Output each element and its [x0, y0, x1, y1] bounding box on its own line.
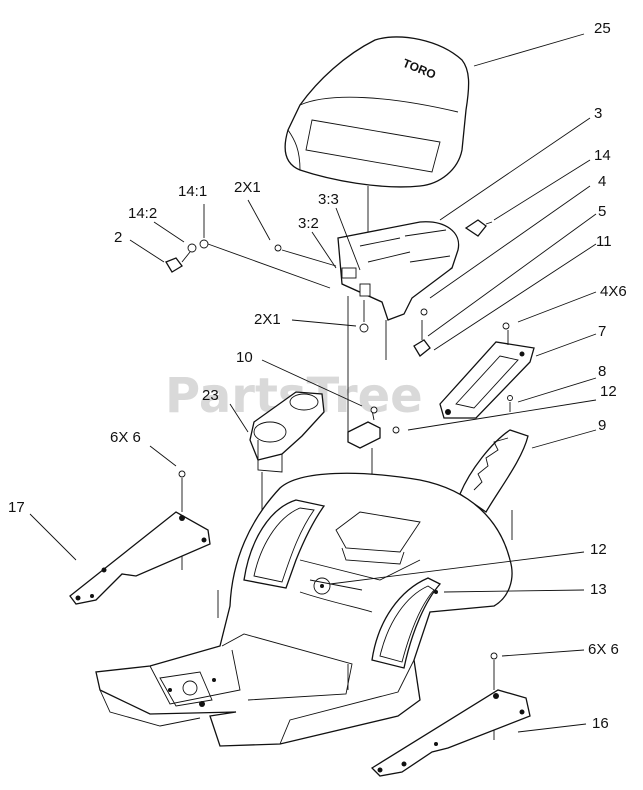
callout-6x6-right[interactable]: 6X 6 — [588, 641, 619, 658]
callout-25[interactable]: 25 — [594, 20, 611, 37]
screw-6x6-left[interactable] — [178, 470, 186, 478]
callout-14-1[interactable]: 14:1 — [178, 183, 207, 200]
bracket-10[interactable] — [347, 421, 381, 449]
screw-12[interactable] — [392, 426, 400, 434]
callout-2[interactable]: 2 — [114, 229, 122, 246]
callout-labels: 25 3 14 4 5 11 4X6 7 8 12 9 14:1 14:2 2 … — [8, 20, 627, 732]
callout-17[interactable]: 17 — [8, 499, 25, 516]
shift-plate-part[interactable] — [439, 341, 535, 419]
callout-2x1-mid[interactable]: 2X1 — [254, 311, 281, 328]
callout-12-upper[interactable]: 12 — [600, 383, 617, 400]
callout-13[interactable]: 13 — [590, 581, 607, 598]
callout-3-2[interactable]: 3:2 — [298, 215, 319, 232]
callout-10[interactable]: 10 — [236, 349, 253, 366]
screw-10[interactable] — [370, 406, 378, 414]
seat-part[interactable]: TORO — [284, 36, 470, 188]
knob-part[interactable] — [464, 219, 493, 237]
callout-3-3[interactable]: 3:3 — [318, 191, 339, 208]
leader-lines — [29, 33, 597, 733]
screw-6x6-right[interactable] — [490, 652, 498, 660]
cup-holder-part[interactable] — [249, 391, 325, 473]
seat-bracket-part[interactable] — [337, 221, 460, 321]
callout-4[interactable]: 4 — [598, 173, 606, 190]
latch-assembly[interactable] — [165, 239, 331, 289]
callout-9[interactable]: 9 — [598, 417, 606, 434]
shift-gate-part[interactable] — [459, 429, 529, 513]
clip-11[interactable] — [413, 339, 431, 357]
callout-6x6-left[interactable]: 6X 6 — [110, 429, 141, 446]
screw-2x1[interactable] — [274, 244, 282, 252]
callout-14-2[interactable]: 14:2 — [128, 205, 157, 222]
callout-11[interactable]: 11 — [596, 233, 612, 250]
left-mat-part[interactable] — [69, 511, 211, 605]
washer-4[interactable] — [420, 308, 428, 316]
callout-5[interactable]: 5 — [598, 203, 606, 220]
nut-2x1[interactable] — [359, 323, 369, 333]
callout-23[interactable]: 23 — [202, 387, 219, 404]
fender-pan-part[interactable] — [95, 472, 513, 747]
callout-4x6[interactable]: 4X6 — [600, 283, 627, 300]
callout-7[interactable]: 7 — [598, 323, 606, 340]
callout-16[interactable]: 16 — [592, 715, 609, 732]
callout-2x1-top[interactable]: 2X1 — [234, 179, 261, 196]
callout-12-lower[interactable]: 12 — [590, 541, 607, 558]
screw-8[interactable] — [507, 395, 513, 401]
callout-8[interactable]: 8 — [598, 363, 606, 380]
callout-3[interactable]: 3 — [594, 105, 602, 122]
screw-4x6[interactable] — [502, 322, 510, 330]
right-mat-part[interactable] — [370, 689, 531, 777]
callout-14[interactable]: 14 — [594, 147, 611, 164]
